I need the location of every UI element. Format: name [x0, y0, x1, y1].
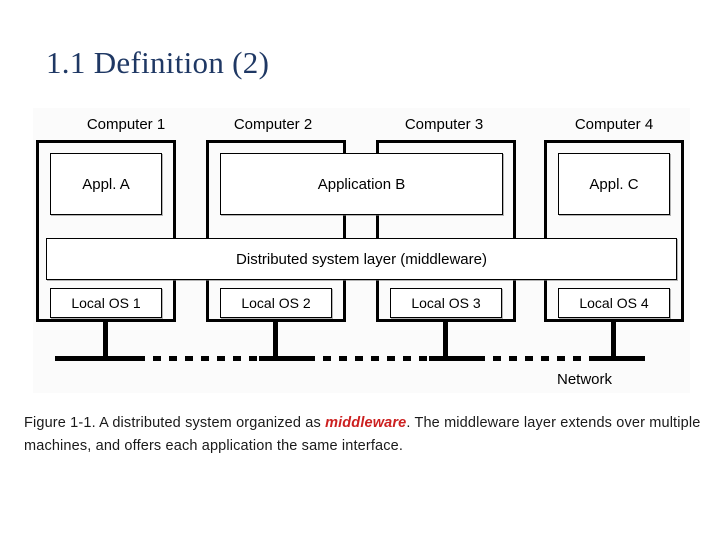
application-box-appl-c: Appl. C	[558, 153, 670, 215]
figure-diagram: Computer 1 Computer 2 Computer 3 Compute…	[33, 108, 690, 393]
computer-label-3: Computer 3	[404, 116, 484, 133]
page-title: 1.1 Definition (2)	[46, 45, 270, 80]
local-os-box-2: Local OS 2	[220, 288, 332, 318]
local-os-box-3: Local OS 3	[390, 288, 502, 318]
computer-label-4: Computer 4	[574, 116, 654, 133]
network-drop-line-2	[273, 322, 278, 359]
application-box-appl-a: Appl. A	[50, 153, 162, 215]
network-bus-dotted-1	[137, 356, 259, 361]
network-drop-line-4	[611, 322, 616, 359]
network-bus-segment-4	[597, 356, 645, 361]
application-box-application-b: Application B	[220, 153, 503, 215]
machine-box-computer-4	[544, 140, 684, 322]
network-bus-segment-2	[259, 356, 307, 361]
machine-box-computer-1	[36, 140, 176, 322]
computer-label-2: Computer 2	[233, 116, 313, 133]
caption-part-2: . The middleware layer extends over mult…	[24, 415, 701, 454]
caption-part-1: Figure 1-1. A distributed system organiz…	[24, 415, 326, 431]
network-drop-line-1	[103, 322, 108, 359]
network-drop-line-3	[443, 322, 448, 359]
network-bus-dotted-2	[307, 356, 429, 361]
middleware-layer-box: Distributed system layer (middleware)	[46, 238, 677, 280]
machine-box-computer-3	[376, 140, 516, 322]
network-bus-segment-3	[429, 356, 477, 361]
local-os-box-4: Local OS 4	[558, 288, 670, 318]
network-label: Network	[557, 371, 613, 388]
figure-caption: Figure 1-1. A distributed system organiz…	[24, 412, 704, 458]
network-bus-segment-1	[55, 356, 137, 361]
computer-label-1: Computer 1	[86, 116, 166, 133]
machine-box-computer-2	[206, 140, 346, 322]
local-os-box-1: Local OS 1	[50, 288, 162, 318]
caption-emphasis-middleware: middleware	[325, 415, 407, 431]
network-bus-dotted-3	[477, 356, 597, 361]
